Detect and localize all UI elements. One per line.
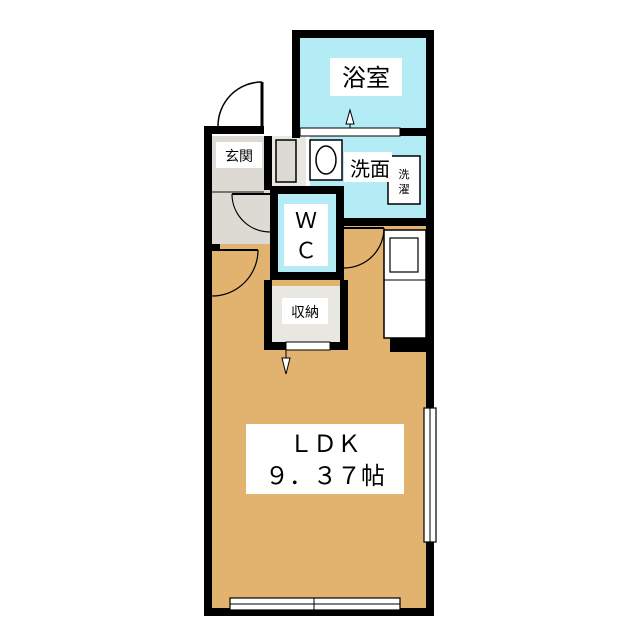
ldk-name-label: ＬＤＫ (289, 430, 361, 458)
ldk-size-label: ９．３７帖 (265, 462, 385, 490)
toilet-label-top: Ｗ (295, 209, 317, 234)
shoe-cabinet (275, 139, 297, 183)
toilet-label-box (284, 204, 328, 266)
toilet-label-bottom: Ｃ (295, 239, 317, 264)
ldk-entry-door (211, 249, 259, 297)
storage-door (281, 341, 331, 375)
entrance-label: 玄関 (225, 148, 253, 165)
entrance-label-box (216, 142, 262, 168)
kitchen (383, 229, 427, 339)
bath-label: 浴室 (342, 64, 390, 92)
washer-pan (387, 155, 421, 205)
bath-label-box (330, 58, 402, 96)
washbasin (309, 139, 343, 181)
washer-label-bottom: 濯 (399, 183, 410, 196)
storage-label: 収納 (291, 305, 319, 321)
washroom-label: 洗面 (350, 157, 390, 181)
ldk-label-box (246, 424, 404, 494)
balcony-window (229, 597, 401, 611)
wc-door (231, 193, 271, 233)
washroom-label-box (344, 152, 392, 182)
washer-label-top: 洗 (399, 168, 410, 181)
storage-label-box (282, 298, 328, 324)
bath-door (299, 108, 401, 137)
side-window (423, 407, 437, 543)
entrance-door (217, 81, 264, 127)
